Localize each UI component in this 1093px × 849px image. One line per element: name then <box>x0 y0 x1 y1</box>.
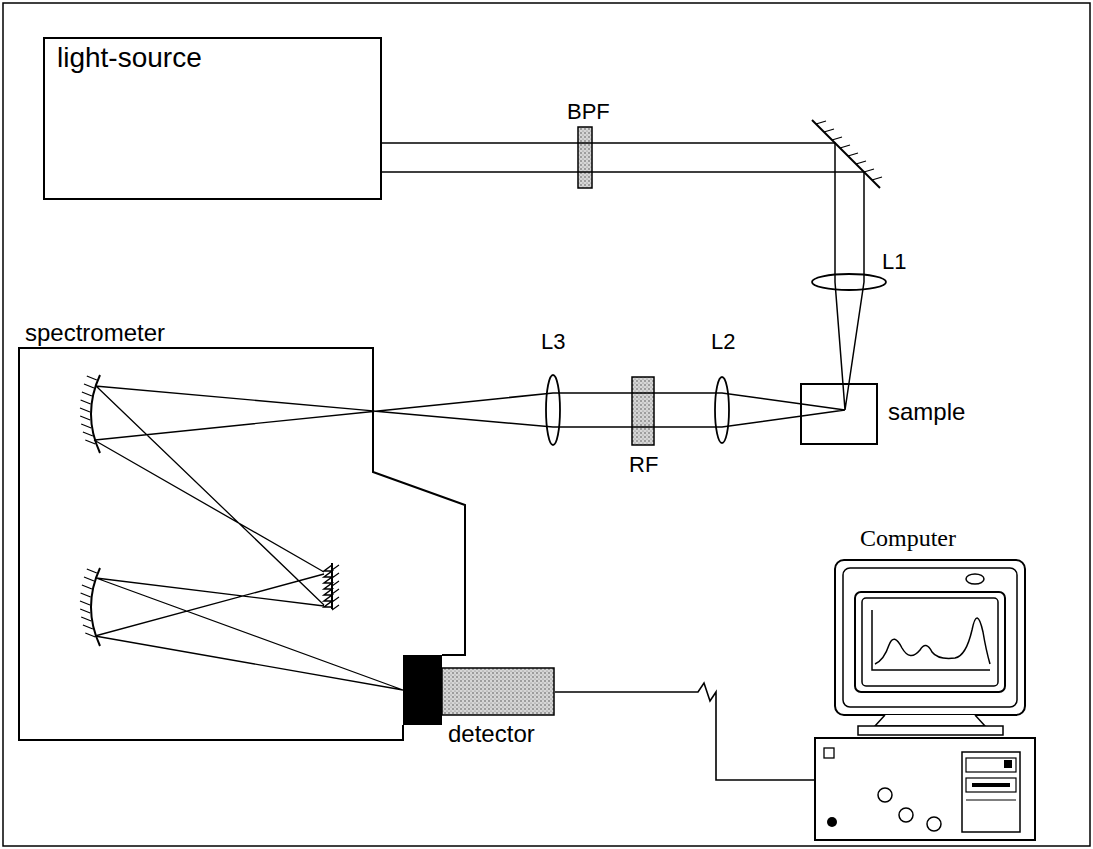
concave-mirror <box>80 375 100 453</box>
focus-rays <box>800 383 849 416</box>
node-text: detector <box>448 721 535 747</box>
light-beam <box>373 393 800 427</box>
lens <box>715 377 729 443</box>
lens <box>812 274 886 290</box>
spectrometer-housing-outline <box>19 318 466 743</box>
band-pass-filter <box>578 127 592 188</box>
turning-mirror <box>812 120 882 188</box>
sample-cell: sample <box>800 383 878 445</box>
spectrometer-rays <box>94 386 403 690</box>
computer-unit-outline <box>815 525 1035 845</box>
computer-unit: Computer <box>815 525 1035 845</box>
concave-mirror <box>80 568 100 646</box>
filter-label: RF <box>629 453 658 477</box>
lens-label: L3 <box>541 330 565 354</box>
signal-cable <box>555 683 815 780</box>
node-text: spectrometer <box>25 320 165 346</box>
light-source-box: light-source <box>43 37 382 200</box>
rejection-filter <box>632 377 654 445</box>
frame <box>3 3 1090 846</box>
lens <box>546 375 560 445</box>
lens-label: L2 <box>711 330 735 354</box>
node-text: light-source <box>57 43 202 74</box>
detector-unit: detector <box>403 655 555 748</box>
node-text: Computer <box>860 525 956 551</box>
spectrometer-housing: spectrometer <box>19 318 466 743</box>
diffraction-grating <box>324 563 339 610</box>
light-beam <box>382 143 864 383</box>
lens-label: L1 <box>882 250 906 274</box>
node-text: sample <box>888 399 965 425</box>
filter-label: BPF <box>567 100 610 124</box>
